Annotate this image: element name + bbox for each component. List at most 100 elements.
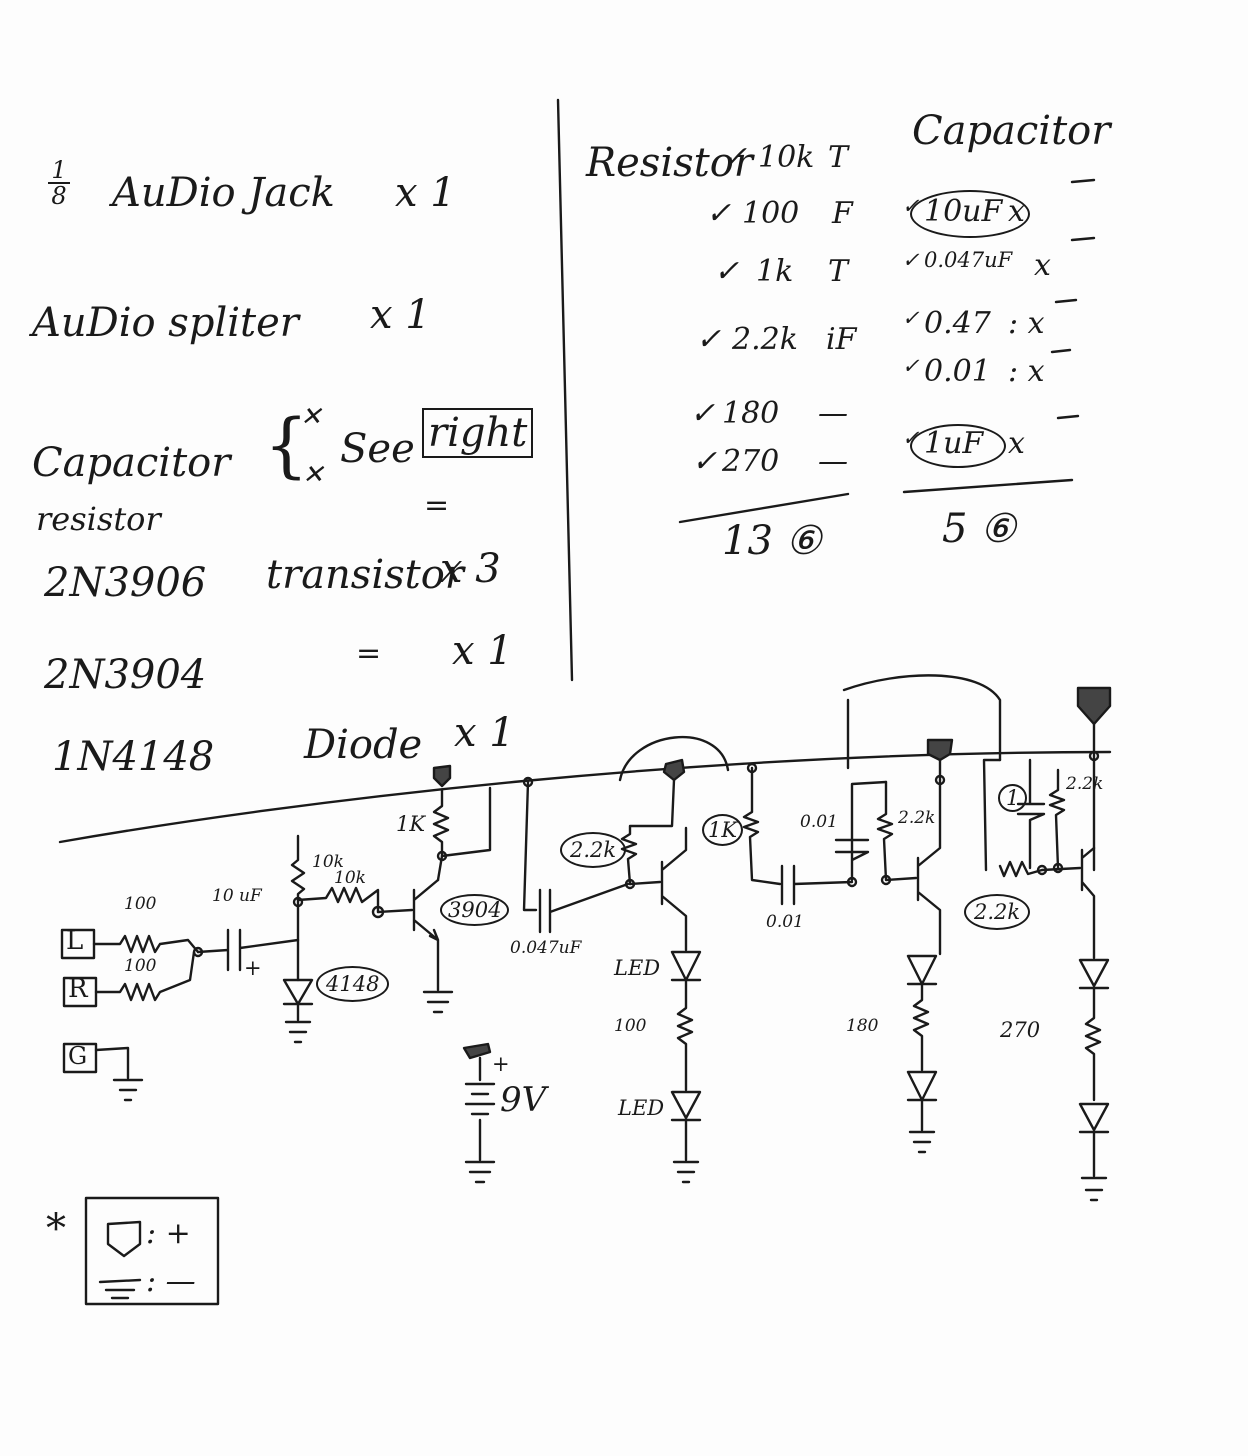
jack-ground-label: G [68,1042,88,1070]
c-in-label: 10 uF [212,886,262,906]
r-stage2-circled-label: 2.2k [560,832,627,868]
resistor-total-line [678,492,850,524]
capacitor-table-header: Capacitor [912,108,1111,154]
positive-terminal-stage3 [926,738,954,762]
resistor-q1 [432,788,450,882]
transistor-q3 [916,758,942,956]
led-bottom-label: LED [618,1096,665,1120]
vertical-divider [556,98,574,682]
q1-circled-label: 3904 [440,894,510,926]
fraction-one-eighth: 1 8 [48,158,70,208]
resistor-row-value: 2.2k [732,322,798,357]
capacitor-stage2 [522,780,630,934]
resistor-table-header: Resistor [586,140,753,186]
ground-jack [94,1046,144,1102]
jack-right-label: R [68,974,88,1004]
junction-stage4-top [1088,750,1100,762]
jack-left-label: L [66,926,84,956]
led-stage3-bottom [906,1070,938,1154]
battery-9v [464,1056,496,1184]
scribble-mark-top: ✕ [300,402,322,432]
capacitor-see-note: See [340,426,415,472]
capacitor-table-total: 5 ⑥ [942,506,1017,552]
junction-stage4-b [1052,862,1064,874]
resistor-row-mark: F [832,196,853,231]
capacitor-row-qty: x [1034,248,1051,283]
led-top-label: LED [614,956,661,980]
capacitor-row-value: 0.01 [924,354,991,389]
resistor-row-check: ✓ [706,196,732,231]
resistor-row-mark: T [828,140,849,175]
transistor-q1 [376,878,440,992]
battery-label: 9V [500,1080,547,1120]
capacitor-stage3-vertical [834,780,888,882]
resistor-row-check: ✓ [690,396,716,431]
resistor-row-check: ✓ [692,444,718,479]
resistor-in-right [94,950,196,1002]
transistor-pnp-qty: x 3 [440,546,501,592]
r-led-label: 100 [614,1016,647,1036]
jack-ground-box [62,1042,98,1074]
wire-crossover [618,736,730,782]
capacitor-row-qty: : x [1008,354,1045,389]
capacitor-label: Capacitor [32,440,231,486]
legend-ground-symbol [98,1278,142,1300]
wire-stage3-loop [842,674,1002,762]
junction-stage3-base-a [846,876,858,888]
r-bias-a-label: 10k [312,852,344,872]
resistor-row-value: 100 [742,196,800,231]
audio-splitter-label: AuDio spliter [32,300,299,346]
audio-jack-qty: x 1 [395,170,456,216]
wire-q1-out [440,786,492,858]
resistor-row-value: 270 [722,444,780,479]
resistor-stage2 [620,778,676,886]
audio-jack-label: AuDio Jack [112,170,335,216]
junction-stage4-a [1036,864,1048,876]
ground-q1 [422,990,454,1014]
diode-label: 1N4148 [52,734,215,780]
positive-terminal-stage2 [662,758,686,782]
r-in-left-label: 100 [124,894,157,914]
capacitor-in [196,928,300,972]
resistor-row-mark: T [828,254,849,289]
circle-10uf [910,190,1030,238]
c-stage2-label: 0.047uF [510,938,582,958]
positive-terminal-stage4 [1076,686,1112,726]
positive-rail-wire [58,750,1112,844]
legend-star: * [46,1206,66,1252]
r-led4-label: 270 [1000,1018,1041,1042]
transistor-q4 [1080,846,1096,960]
capacitor-dashes [1050,178,1096,420]
resistor-bias-series [296,886,380,914]
r-in-right-label: 100 [124,956,157,976]
resistor-row-value: 1k [756,254,794,289]
capacitor-row-value: 0.047uF [924,248,1013,272]
resistor-row-mark: iF [826,322,857,357]
resistor-in-left [92,934,200,954]
resistor-ditto: = [424,488,450,523]
transistor-q2 [628,826,688,952]
r-stage4-a-label: 2.2k [1066,774,1104,794]
led-stage2-bottom [670,1090,702,1184]
audio-splitter-qty: x 1 [370,292,431,338]
legend-negative-label: : — [146,1264,196,1299]
capacitor-row-qty: : x [1008,306,1045,341]
legend-box [84,1196,220,1306]
resistor-row-check: ✓ [714,254,740,289]
transistor-pnp-label: 2N3906 [44,560,207,606]
capacitor-stage4 [982,758,1046,872]
capacitor-stage3 [742,766,854,906]
resistor-bias-top [290,834,306,982]
resistor-stage3-2k2 [876,780,918,882]
brace-symbol: { [264,404,309,486]
c-stage3-b-label: 0.01 [766,912,804,932]
resistor-stage4-base [998,860,1082,878]
scribble-mark-bottom: ✕ [302,460,324,490]
r-stage3-circled-label: 1K [702,814,744,846]
resistor-row-mark: — [818,396,848,431]
resistor-row-mark: — [818,444,848,479]
battery-plus-label: + [492,1052,510,1076]
resistor-row-check: ✓ [722,140,748,175]
